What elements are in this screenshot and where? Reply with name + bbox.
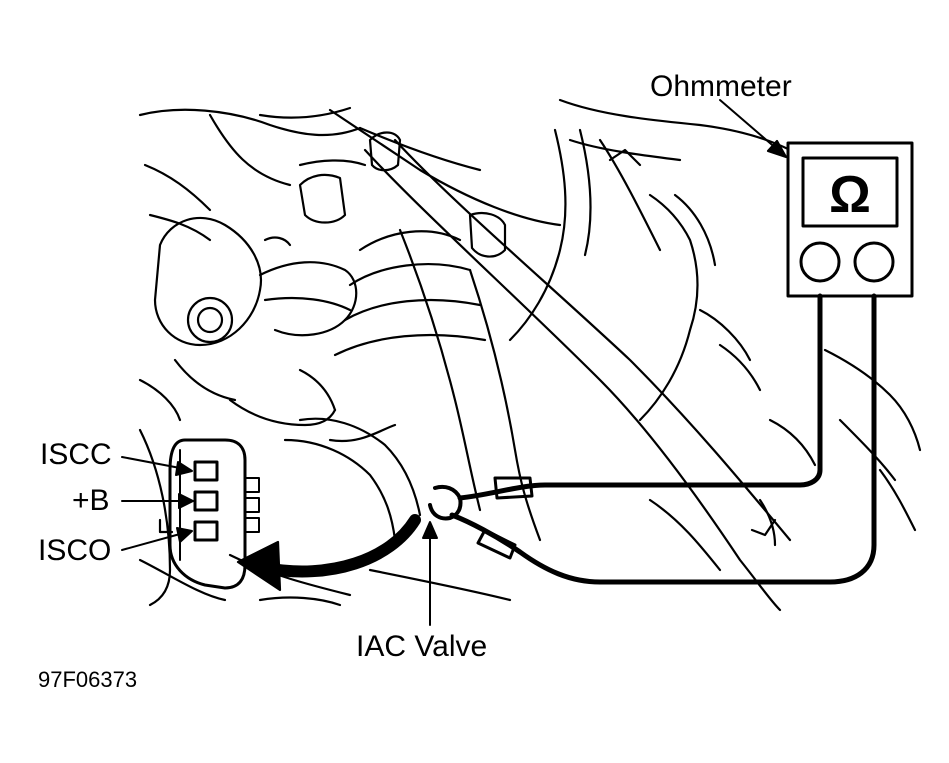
figure-id-label: 97F06373 bbox=[38, 667, 138, 692]
label-arrows bbox=[121, 456, 438, 626]
iac-valve-label: IAC Valve bbox=[356, 630, 488, 663]
ohmmeter-leader bbox=[719, 99, 788, 159]
test-leads bbox=[428, 293, 877, 585]
ohmmeter-device bbox=[786, 141, 914, 298]
isco-label: ISCO bbox=[38, 534, 112, 567]
connector-pointer-arrow bbox=[236, 514, 421, 592]
plus-b-label: +B bbox=[72, 484, 110, 517]
ohmmeter-label: Ohmmeter bbox=[650, 70, 792, 103]
engine-linework bbox=[138, 98, 922, 612]
iscc-label: ISCC bbox=[40, 438, 112, 471]
ohm-symbol: Ω bbox=[829, 166, 871, 224]
